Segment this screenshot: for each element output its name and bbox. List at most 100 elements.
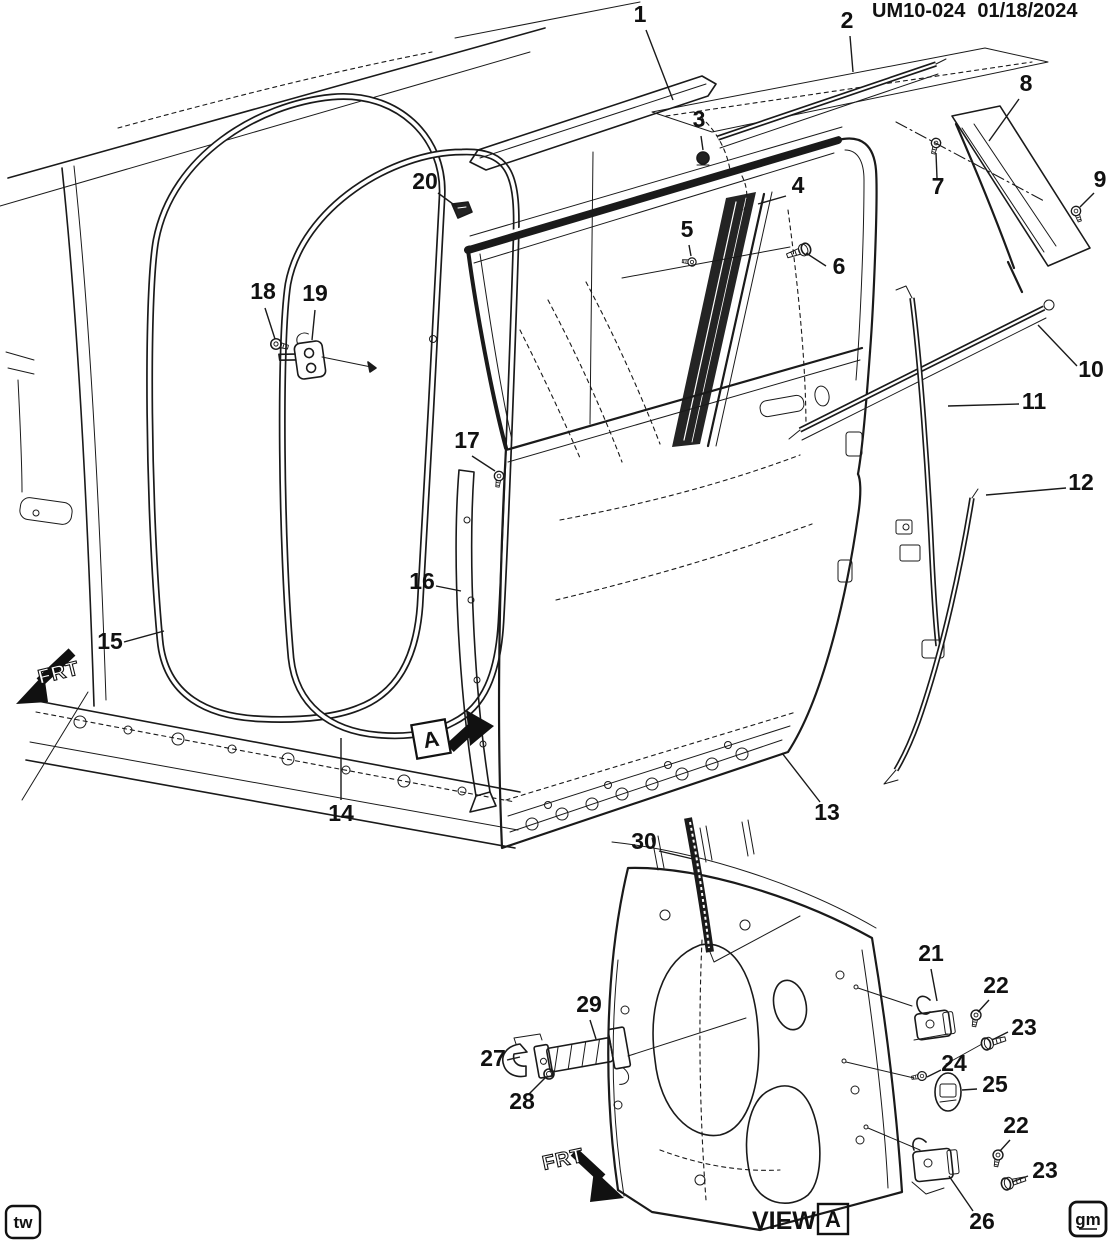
screw-17	[492, 470, 505, 489]
fasteners-lower	[910, 1008, 1028, 1192]
leader-7	[935, 152, 938, 179]
leader-21	[930, 968, 938, 1002]
rear-door-assembly-art	[464, 111, 878, 850]
inner-door-view-a-art	[607, 819, 983, 1232]
view-text: VIEW	[752, 1207, 816, 1235]
leader-16	[435, 585, 462, 592]
front-applique-16	[455, 469, 497, 813]
leader-15	[123, 630, 165, 643]
leader-23a	[991, 1031, 1009, 1041]
door-lock-striker-19	[278, 332, 327, 380]
view-letter: A	[825, 1207, 841, 1232]
leader-18	[264, 307, 276, 340]
leader-20	[437, 192, 458, 208]
lower-hinge-26	[911, 1137, 960, 1195]
diagram-date: 01/18/2024	[977, 0, 1078, 22]
frt-marker-bottom: FRT	[540, 1144, 624, 1202]
callout-3: 3	[693, 106, 706, 132]
leader-22a	[977, 999, 990, 1013]
tw-text: tw	[14, 1213, 34, 1232]
leader-4	[757, 195, 787, 205]
callout-15: 15	[97, 628, 123, 654]
leader-29	[589, 1019, 597, 1040]
callout-7: 7	[932, 173, 945, 199]
section-a-letter: A	[421, 726, 441, 753]
screw-24	[910, 1070, 928, 1083]
leader-24	[926, 1069, 942, 1078]
callout-23a: 23	[1011, 1014, 1037, 1040]
callout-8: 8	[1020, 70, 1033, 96]
door-weatherstrip-14	[278, 148, 520, 740]
body-weatherstrip-15	[146, 92, 446, 723]
callout-22a: 22	[983, 972, 1009, 998]
frt-marker-left: FRT	[16, 648, 82, 704]
leader-6	[805, 252, 827, 267]
leader-23b	[1011, 1175, 1029, 1183]
frt-left-text: FRT	[36, 657, 82, 688]
fasteners-upper	[268, 136, 1085, 489]
diagram-header: UM10-024 01/18/2024	[872, 0, 1078, 22]
door-check-29	[533, 1026, 632, 1085]
callout-6: 6	[833, 253, 846, 279]
clip-5	[681, 256, 698, 268]
callout-20: 20	[412, 168, 438, 194]
leader-25	[961, 1088, 978, 1091]
callout-22b: 22	[1003, 1112, 1029, 1138]
view-a-label: VIEW A	[752, 1202, 850, 1236]
callout-14: 14	[328, 800, 354, 826]
vehicle-body-art	[0, 1, 1049, 849]
callout-21: 21	[918, 940, 944, 966]
leader-17	[471, 455, 496, 472]
callout-17: 17	[454, 427, 480, 453]
callout-27: 27	[480, 1045, 506, 1071]
leader-26	[948, 1175, 974, 1212]
callout-30: 30	[631, 828, 657, 854]
callout-19: 19	[302, 280, 328, 306]
callout-12: 12	[1068, 469, 1094, 495]
leader-10	[1037, 324, 1078, 367]
diagram-code: UM10-024	[872, 0, 966, 22]
corner-mark-gm-logo: gm	[1068, 1200, 1108, 1238]
door-bumper-25	[934, 1072, 962, 1112]
section-a-marker: A	[410, 710, 494, 760]
callout-10: 10	[1078, 356, 1104, 382]
leader-19	[311, 309, 316, 341]
callout-29: 29	[576, 991, 602, 1017]
callout-11: 11	[1022, 388, 1047, 414]
leader-12	[985, 487, 1067, 496]
screw-22-lower	[990, 1148, 1005, 1169]
roof-molding-1	[469, 75, 717, 171]
leader-22b	[999, 1139, 1011, 1152]
leader-11	[947, 403, 1020, 407]
callout-23b: 23	[1032, 1157, 1058, 1183]
callout-2: 2	[841, 7, 854, 33]
clip-20	[451, 201, 473, 219]
screw-6	[784, 241, 814, 263]
callout-13: 13	[814, 799, 840, 825]
upper-hinge-21	[913, 995, 956, 1041]
callout-25: 25	[982, 1071, 1008, 1097]
callout-5: 5	[681, 216, 694, 242]
callout-26: 26	[969, 1208, 995, 1234]
callout-16: 16	[409, 568, 435, 594]
leader-1	[645, 29, 674, 101]
sash-channel-30	[684, 817, 714, 953]
check-bracket-27	[502, 1033, 543, 1078]
leader-2	[849, 35, 854, 73]
callout-24: 24	[941, 1050, 967, 1076]
leader-27	[506, 1056, 521, 1061]
leader-8	[988, 98, 1020, 142]
callout-4: 4	[792, 172, 805, 198]
corner-mark-tw: tw	[4, 1204, 42, 1240]
leader-3	[700, 135, 704, 151]
leader-9	[1079, 192, 1095, 208]
screw-22-upper	[968, 1008, 983, 1029]
gm-text: gm	[1075, 1210, 1101, 1229]
leader-30	[658, 850, 694, 860]
frt-bottom-text: FRT	[540, 1145, 586, 1175]
leader-13	[781, 752, 821, 803]
callout-1: 1	[634, 1, 647, 27]
